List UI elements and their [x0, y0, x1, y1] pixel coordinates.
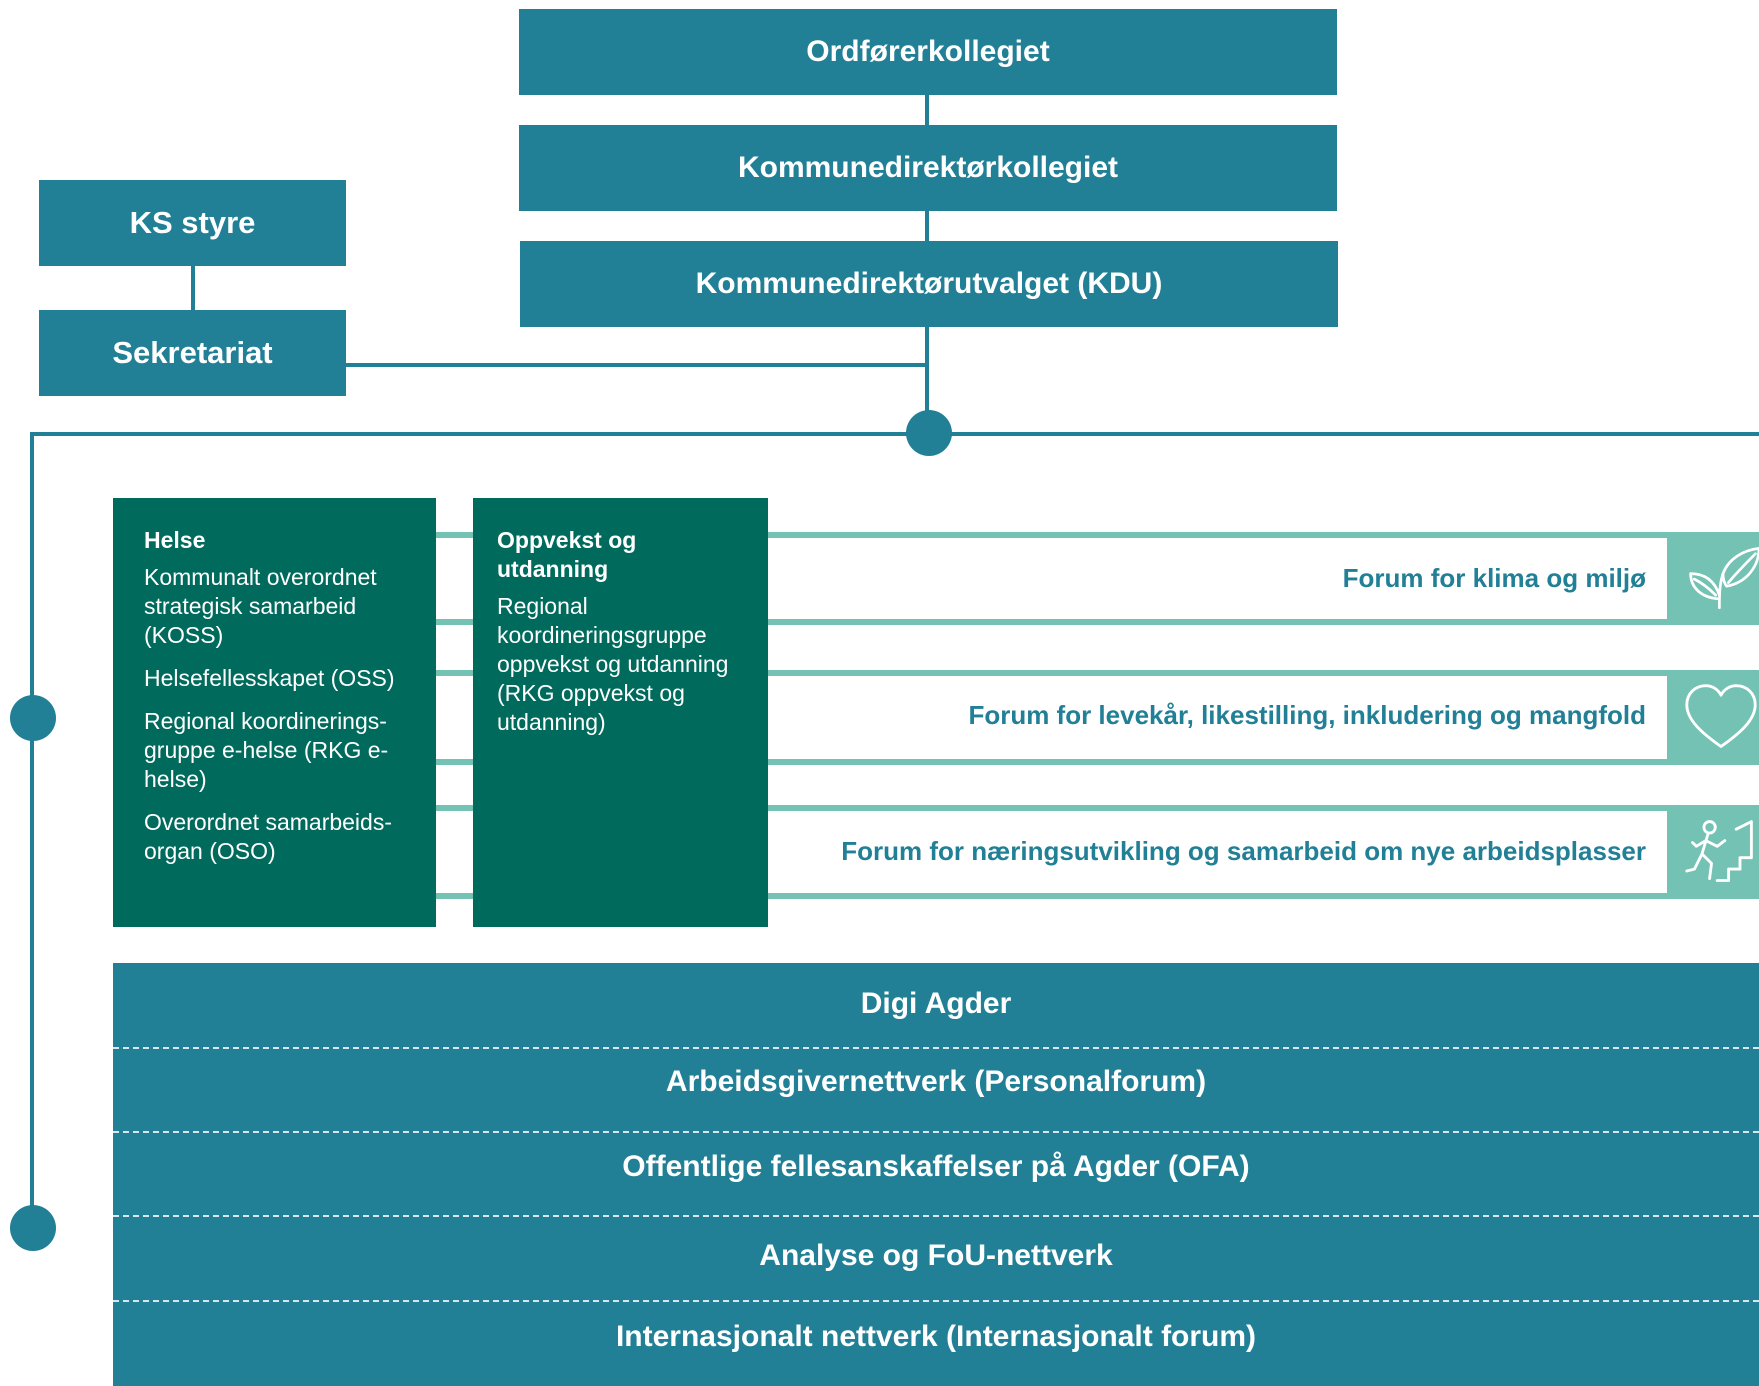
- forum-border: [768, 759, 1759, 765]
- helse-item: Helsefellesskapet (OSS): [144, 665, 395, 691]
- ks-styre-box: KS styre: [39, 180, 346, 266]
- connector-line: [925, 95, 929, 127]
- forum-icon-box: [1667, 805, 1759, 899]
- oppvekst-text: Regional koordineringsgruppe oppvekst og…: [497, 593, 729, 735]
- junction-dot: [10, 1205, 56, 1251]
- helse-item: Overordnet samarbeids-organ (OSO): [144, 809, 392, 864]
- forum-label-klima: Forum for klima og miljø: [1342, 563, 1646, 593]
- network-divider: [113, 1300, 1759, 1302]
- network-label: Arbeidsgivernettverk (Personalforum): [665, 1065, 1207, 1098]
- ordforerkollegiet-box: Ordførerkollegiet: [519, 9, 1337, 95]
- ks-styre-label: KS styre: [129, 205, 256, 240]
- network-divider: [113, 1215, 1759, 1217]
- forum-label-naering: Forum for næringsutvikling og samarbeid …: [841, 836, 1646, 866]
- heart-icon: [1685, 683, 1757, 748]
- stairs-climber-icon: [1685, 820, 1753, 882]
- oppvekst-title: Oppvekst og utdanning: [497, 527, 637, 582]
- forum-border: [768, 619, 1759, 625]
- forum-border: [768, 893, 1759, 899]
- oppvekst-box: Oppvekst og utdanning Regional koordiner…: [473, 498, 768, 927]
- forum-icon-box: [1667, 532, 1759, 625]
- connector-line: [436, 532, 473, 538]
- helse-item: Regional koordinerings-gruppe e-helse (R…: [144, 708, 389, 792]
- connector-line: [925, 327, 929, 433]
- main-vertical-line: [30, 432, 34, 1228]
- forum-border: [768, 805, 1759, 811]
- leaf-icon: [1689, 546, 1759, 609]
- network-label: Internasjonalt nettverk (Internasjonalt …: [615, 1320, 1257, 1353]
- ordforerkollegiet-label: Ordførerkollegiet: [806, 35, 1050, 68]
- network-label: Offentlige fellesanskaffelser på Agder (…: [622, 1150, 1250, 1183]
- kdu-box: Kommunedirektørutvalget (KDU): [520, 241, 1338, 327]
- connector-line: [436, 619, 473, 625]
- network-label: Digi Agder: [860, 987, 1012, 1020]
- forum-border: [768, 670, 1759, 676]
- kommunedirektorkollegiet-label: Kommunedirektørkollegiet: [737, 151, 1119, 184]
- connector-line: [436, 893, 473, 899]
- connector-line: [436, 759, 473, 765]
- network-divider: [113, 1047, 1759, 1049]
- kdu-label: Kommunedirektørutvalget (KDU): [695, 267, 1163, 300]
- helse-item: Kommunalt overordnet strategisk samarbei…: [144, 564, 377, 648]
- main-horizontal-line: [30, 432, 1759, 436]
- sekretariat-label: Sekretariat: [112, 335, 273, 370]
- connector-line: [925, 211, 929, 243]
- forum-border: [768, 532, 1759, 538]
- forum-label-levekar: Forum for levekår, likestilling, inklude…: [968, 700, 1646, 730]
- network-block: Digi Agder Arbeidsgivernettverk (Persona…: [113, 963, 1759, 1386]
- connector-line: [191, 266, 195, 310]
- junction-dot: [906, 410, 952, 456]
- connector-line: [346, 363, 929, 367]
- connector-line: [436, 805, 473, 811]
- network-label: Analyse og FoU-nettverk: [759, 1239, 1113, 1272]
- junction-dot: [10, 695, 56, 741]
- forum-icon-box: [1667, 670, 1759, 765]
- network-divider: [113, 1131, 1759, 1133]
- connector-line: [436, 670, 473, 676]
- helse-box: Helse Kommunalt overordnet strategisk sa…: [113, 498, 436, 927]
- helse-title: Helse: [144, 527, 206, 553]
- sekretariat-box: Sekretariat: [39, 310, 346, 396]
- kommunedirektorkollegiet-box: Kommunedirektørkollegiet: [519, 125, 1337, 211]
